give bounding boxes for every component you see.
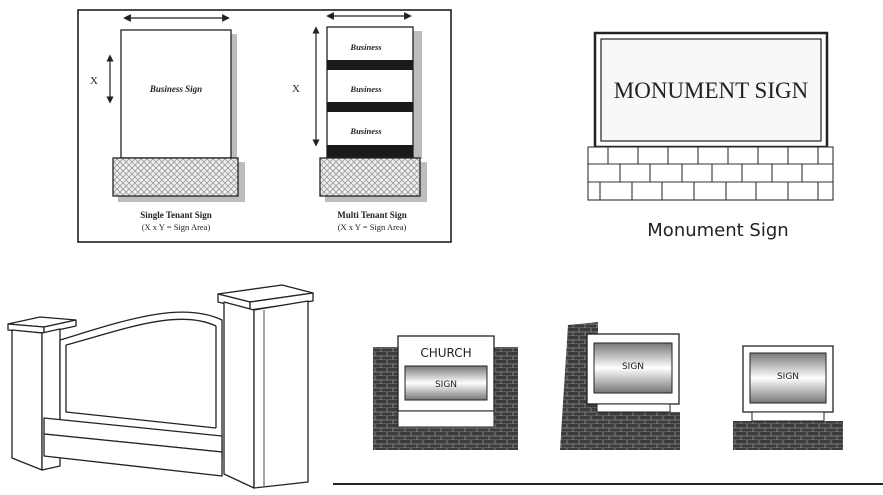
- caption: Multi Tenant Sign: [337, 210, 407, 220]
- sign-panel: [593, 342, 673, 394]
- height-label: X: [292, 83, 300, 95]
- panel-text: Business: [349, 84, 382, 94]
- divider-bar: [327, 145, 413, 157]
- panel-text: Business: [349, 42, 382, 52]
- formula: (X x Y = Sign Area): [338, 222, 407, 232]
- sign-base: [112, 157, 239, 197]
- brick-base: [588, 412, 680, 450]
- sign-panel: [404, 365, 488, 401]
- sign-ledge: [596, 403, 671, 413]
- sign-face: [120, 29, 232, 159]
- multi-tenant-sign: Business Business Business X Multi Tenan…: [292, 12, 427, 232]
- sign-label: SIGN: [777, 372, 799, 382]
- sign-text: MONUMENT SIGN: [614, 78, 809, 103]
- sign-panel: [749, 352, 827, 404]
- panel-text: Business: [349, 126, 382, 136]
- sign-inner-frame: [600, 38, 822, 142]
- height-label: X: [90, 75, 98, 87]
- caption: Monument Sign: [647, 220, 788, 241]
- church-label: CHURCH: [420, 346, 471, 360]
- pedestal-sign: SIGN: [733, 345, 843, 450]
- entry-wall-drawing: [7, 284, 314, 489]
- tenant-sign-panel: X Business Sign Single Tenant Sign (X x …: [77, 9, 452, 243]
- sign-base: [319, 157, 421, 197]
- sign-ledge: [397, 410, 495, 428]
- single-tenant-sign: X Business Sign Single Tenant Sign (X x …: [90, 14, 245, 232]
- brick-base: [587, 146, 834, 201]
- sign-ledge: [751, 411, 825, 422]
- sign-label: SIGN: [622, 362, 644, 372]
- formula: (X x Y = Sign Area): [142, 222, 211, 232]
- divider-bar: [327, 60, 413, 70]
- angled-wall-sign: SIGN: [560, 322, 680, 450]
- monument-sign: MONUMENT SIGN Monument Sign: [587, 31, 834, 241]
- sign-examples: CHURCH SIGN SIGN SIGN: [333, 322, 883, 485]
- sign-text: Business Sign: [149, 84, 202, 94]
- divider-bar: [327, 102, 413, 112]
- caption: Single Tenant Sign: [140, 210, 212, 220]
- church-sign: CHURCH SIGN: [373, 335, 518, 450]
- brick-base: [733, 421, 843, 450]
- sign-label: SIGN: [435, 380, 457, 390]
